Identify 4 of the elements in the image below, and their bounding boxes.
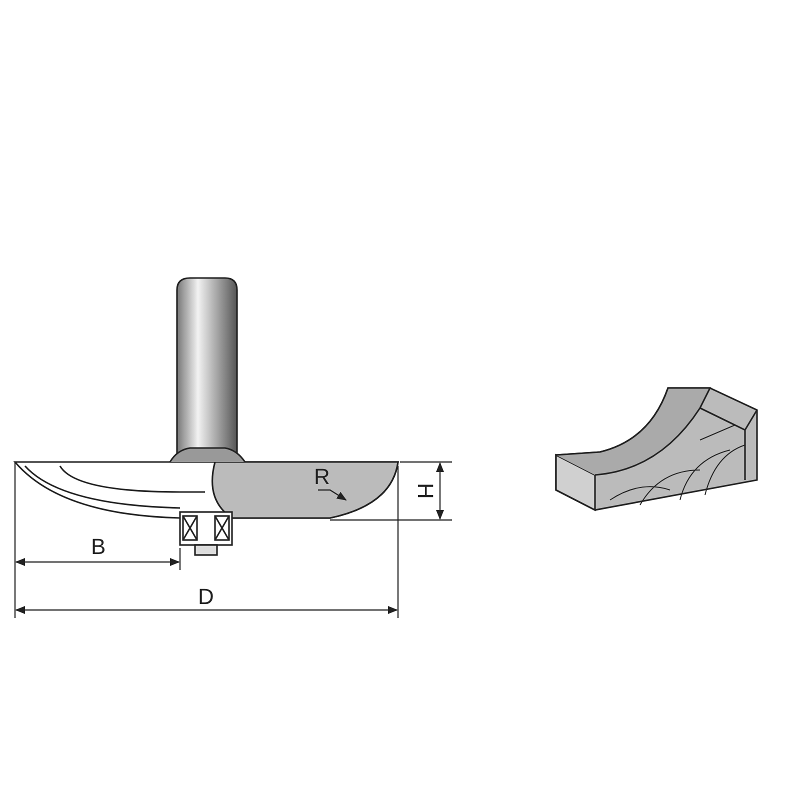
dimension-label: H (414, 483, 436, 499)
dimension-label: D (198, 586, 214, 608)
dimension-label: R (314, 466, 330, 488)
dimension-label: B (91, 536, 106, 558)
